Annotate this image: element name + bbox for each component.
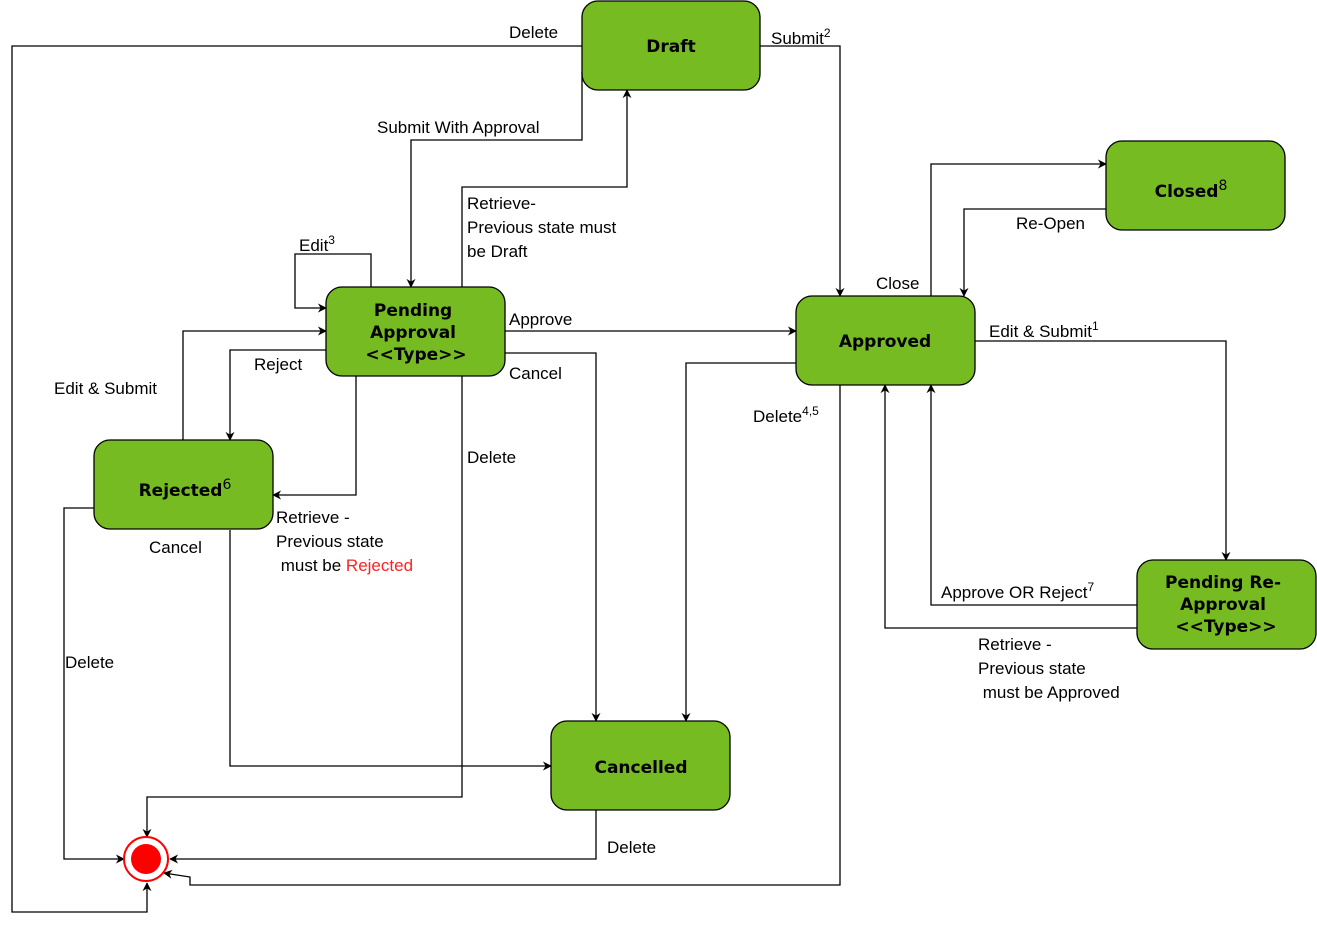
state-approved[interactable]: Approved bbox=[795, 295, 976, 386]
label-approve-or-reject: Approve OR Reject7 bbox=[941, 580, 1094, 602]
edge-retrieve-draft bbox=[461, 89, 632, 287]
state-rejected[interactable]: Rejected6 bbox=[93, 439, 274, 530]
label-draft-submit: Submit2 bbox=[771, 26, 831, 48]
edge-reopen bbox=[959, 208, 1106, 297]
edge-labels: Delete Submit2 Submit With Approval Retr… bbox=[54, 23, 1120, 857]
state-pending-approval-label: Pending Approval <<Type>> bbox=[365, 301, 466, 365]
edge-edit-submit-approved bbox=[975, 340, 1231, 561]
edge-approved-cancel bbox=[681, 362, 796, 722]
label-edit: Edit3 bbox=[299, 233, 335, 255]
edge-delete-cancelled bbox=[169, 810, 597, 864]
edge-delete-approved bbox=[163, 385, 841, 886]
edge-draft-submit bbox=[760, 45, 845, 297]
state-approved-label: Approved bbox=[839, 332, 931, 352]
edge-close bbox=[930, 159, 1107, 296]
state-closed-label: Closed8 bbox=[1155, 178, 1228, 202]
label-reject: Reject bbox=[254, 355, 302, 374]
label-cancel-rejected: Cancel bbox=[149, 538, 202, 557]
edge-retrieve-rejected bbox=[272, 376, 357, 500]
label-reopen: Re-Open bbox=[1016, 214, 1085, 233]
edge-delete-rejected bbox=[63, 507, 125, 864]
edge-approve-or-reject bbox=[926, 384, 1137, 606]
label-submit-with-approval: Submit With Approval bbox=[377, 118, 540, 137]
edge-retrieve-approved bbox=[880, 384, 1137, 629]
edge-draft-delete bbox=[11, 45, 582, 913]
state-pending-reapproval-label: Pending Re- Approval <<Type>> bbox=[1165, 573, 1287, 637]
label-delete-cancelled: Delete bbox=[607, 838, 656, 857]
edge-cancel-pending bbox=[505, 352, 601, 722]
state-closed[interactable]: Closed8 bbox=[1105, 140, 1286, 231]
state-draft[interactable]: Draft bbox=[581, 0, 761, 91]
edge-reject bbox=[225, 349, 326, 441]
label-retrieve-rejected: Retrieve - Previous state must be Reject… bbox=[276, 508, 413, 575]
label-edit-submit-approved: Edit & Submit1 bbox=[989, 319, 1099, 341]
edge-edit-and-submit bbox=[182, 326, 327, 440]
state-pending-reapproval[interactable]: Pending Re- Approval <<Type>> bbox=[1136, 559, 1317, 650]
label-cancel-pending: Cancel bbox=[509, 364, 562, 383]
state-draft-label: Draft bbox=[646, 37, 696, 57]
final-state bbox=[123, 836, 169, 882]
rejected-highlight: Rejected bbox=[346, 556, 413, 575]
edge-delete-pending bbox=[142, 376, 463, 838]
edge-submit-with-approval bbox=[406, 72, 583, 288]
label-retrieve-approved: Retrieve - Previous state must be Approv… bbox=[978, 635, 1120, 702]
state-cancelled-label: Cancelled bbox=[594, 758, 687, 778]
state-rejected-label: Rejected6 bbox=[139, 477, 232, 501]
state-pending-approval[interactable]: Pending Approval <<Type>> bbox=[325, 286, 506, 377]
label-retrieve-draft: Retrieve- Previous state must be Draft bbox=[467, 194, 621, 261]
label-approve: Approve bbox=[509, 310, 572, 329]
label-delete-pending: Delete bbox=[467, 448, 516, 467]
label-delete-approved: Delete4,5 bbox=[753, 404, 819, 426]
edges bbox=[11, 45, 1231, 913]
label-draft-delete: Delete bbox=[509, 23, 558, 42]
edge-cancel-rejected bbox=[229, 530, 552, 771]
state-cancelled[interactable]: Cancelled bbox=[550, 720, 731, 811]
label-edit-and-submit: Edit & Submit bbox=[54, 379, 157, 398]
label-close: Close bbox=[876, 274, 919, 293]
edge-edit-self bbox=[294, 253, 372, 313]
label-delete-rejected: Delete bbox=[65, 653, 114, 672]
